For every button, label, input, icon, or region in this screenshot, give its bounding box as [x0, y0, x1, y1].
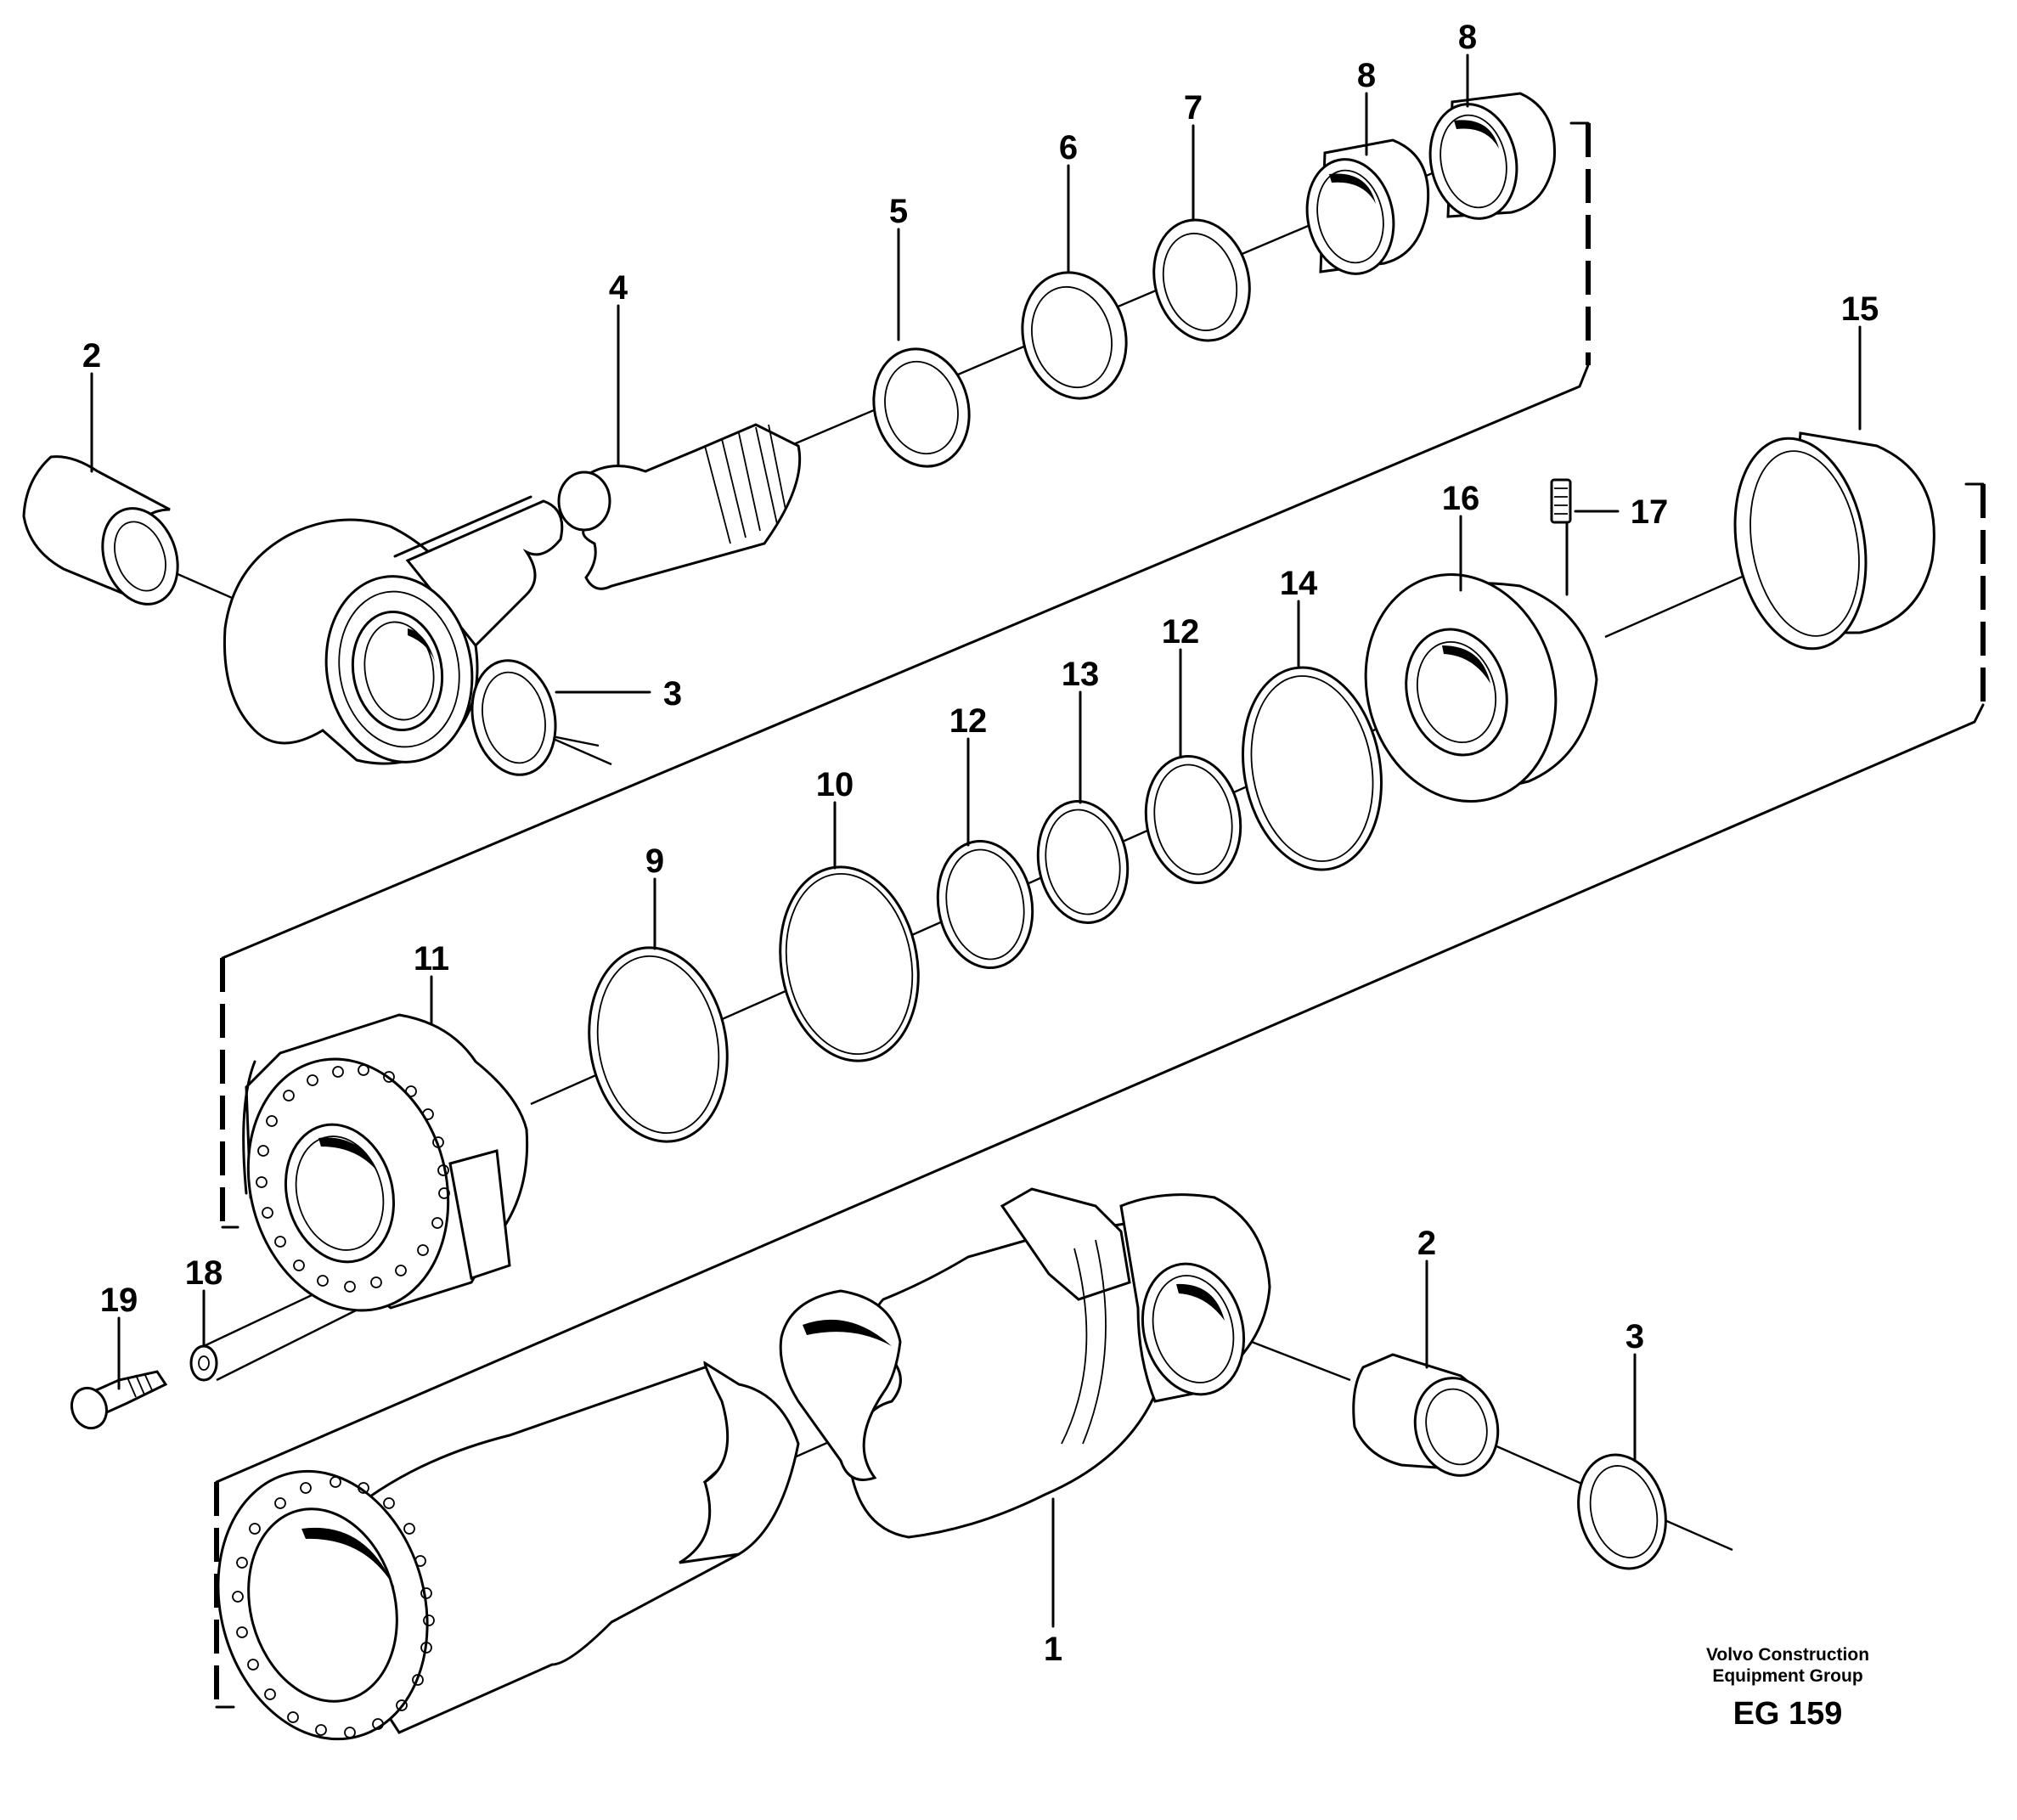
part-17-plug	[1550, 478, 1572, 524]
company-line-1: Volvo Construction	[1706, 1645, 1869, 1665]
part-9-ring	[588, 946, 729, 1143]
bolt-holes-head	[256, 1064, 450, 1293]
part-15-ring	[1733, 431, 1935, 651]
callout-leaders	[90, 54, 1862, 1628]
part-8-bushing-b	[1428, 92, 1556, 220]
callout-2-top: 2	[82, 337, 101, 375]
callout-labels: 2 4 5 6 7 8 8 15 16 17 14 12 13 12 10 9 …	[82, 19, 1879, 1668]
part-13-ring	[1036, 800, 1130, 924]
callout-7: 7	[1184, 89, 1203, 127]
part-12-ring-b	[936, 840, 1034, 969]
frame-solid-borders	[215, 121, 1985, 1709]
frame-dashed-borders	[214, 123, 1986, 1707]
callout-5: 5	[889, 193, 908, 230]
part-2-bushing-top	[22, 455, 179, 606]
callout-15: 15	[1841, 290, 1879, 328]
callout-10: 10	[816, 766, 854, 803]
part-6-bushing	[1021, 271, 1128, 400]
part-8-bushing-a	[1305, 138, 1430, 275]
callout-3-top: 3	[663, 675, 682, 713]
part-14-ring	[1242, 666, 1383, 871]
callout-18: 18	[185, 1254, 223, 1292]
callout-8-b: 8	[1458, 19, 1477, 56]
part-16-piston	[1364, 573, 1598, 803]
callout-1: 1	[1044, 1631, 1062, 1668]
callout-8-a: 8	[1357, 57, 1376, 94]
callout-6: 6	[1059, 129, 1078, 166]
callout-12-a: 12	[1162, 613, 1200, 651]
part-3-seal-top	[470, 659, 557, 776]
company-line-2: Equipment Group	[1712, 1666, 1862, 1686]
part-18-washer	[189, 1344, 218, 1382]
callout-17: 17	[1631, 493, 1669, 531]
callout-19: 19	[100, 1282, 138, 1319]
part-5-seal	[872, 347, 971, 468]
part-10-ring	[779, 865, 920, 1062]
part-1-cylinder-tube	[217, 1187, 1271, 1741]
footer-block: Volvo Construction Equipment Group EG 15…	[1706, 1645, 1869, 1732]
callout-4: 4	[609, 269, 628, 307]
part-3-seal-bottom	[1577, 1453, 1667, 1570]
callout-14: 14	[1280, 565, 1318, 602]
callout-11: 11	[414, 940, 449, 978]
callout-13: 13	[1062, 656, 1100, 693]
part-11-cylinder-head	[242, 1013, 529, 1312]
rod-eye	[223, 495, 564, 765]
part-7-ring	[1152, 218, 1251, 342]
part-12-ring-a	[1144, 755, 1242, 884]
callout-9: 9	[645, 842, 664, 880]
part-4-piston-rod	[557, 423, 802, 590]
drawing-code: EG 159	[1733, 1696, 1843, 1732]
callout-2-bottom: 2	[1417, 1225, 1436, 1262]
part-19-screw	[70, 1370, 168, 1430]
callout-12-b: 12	[949, 702, 988, 740]
bolt-holes-tube	[232, 1476, 435, 1738]
part-2-bushing-bottom	[1352, 1353, 1500, 1477]
callout-3-bottom: 3	[1625, 1318, 1644, 1355]
callout-16: 16	[1442, 480, 1480, 517]
